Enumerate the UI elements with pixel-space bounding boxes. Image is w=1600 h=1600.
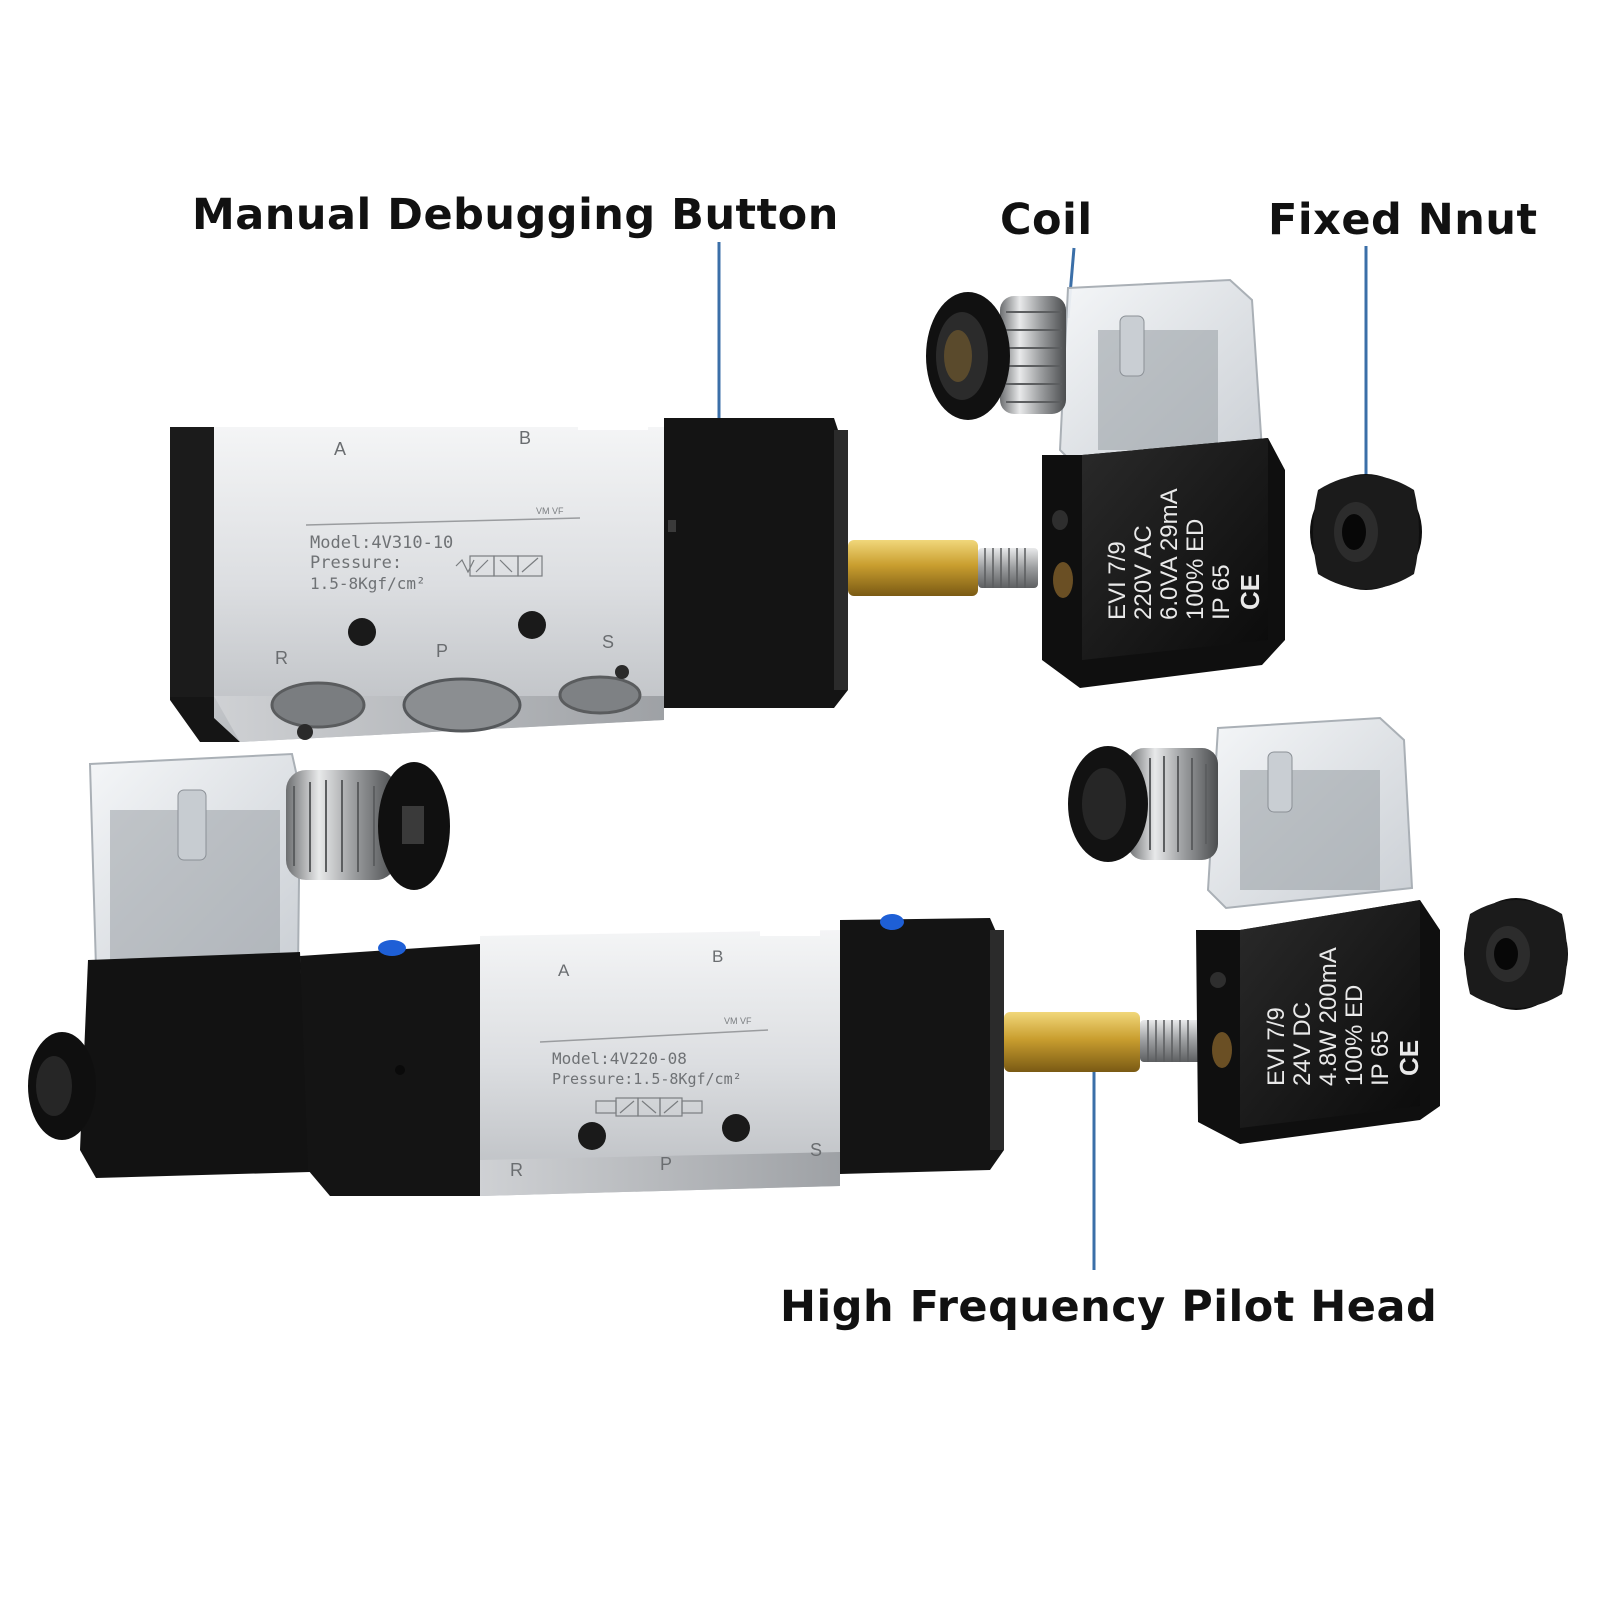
top-coil-line-2: 220V AC [1130, 525, 1157, 620]
top-coil: EVI 7/9 220V AC 6.0VA 29mA 100% ED IP 65… [926, 278, 1285, 688]
bottom-valve-port-s: S [810, 1140, 822, 1160]
top-coil-line-3: 6.0VA 29mA [1156, 488, 1183, 620]
coil-label: Coil [1000, 195, 1093, 245]
top-coil-line-5: IP 65 [1208, 564, 1235, 620]
bottom-pilot-tube [1004, 1012, 1140, 1072]
top-pilot-tube [848, 540, 978, 596]
bottom-coil-line-1: EVI 7/9 [1263, 1007, 1290, 1086]
manual-debugging-button-label: Manual Debugging Button [192, 190, 839, 240]
bottom-coil-ce: CE [1394, 1040, 1424, 1076]
manual-debug-button-right [880, 914, 904, 930]
bottom-fixed-nut [1464, 898, 1568, 1010]
top-valve-pressure-range: 1.5-8Kgf/cm² [310, 574, 426, 593]
top-valve-pressure: Pressure: [310, 553, 402, 573]
top-coil-ce: CE [1235, 574, 1265, 610]
bottom-coil-line-2: 24V DC [1289, 1002, 1316, 1086]
bottom-coil-line-5: IP 65 [1367, 1030, 1394, 1086]
bottom-valve-port-r: R [510, 1160, 523, 1180]
bottom-coil-line-4: 100% ED [1341, 985, 1368, 1086]
bottom-valve-brand: VM VF [724, 1016, 752, 1026]
top-coil-line-4: 100% ED [1182, 519, 1209, 620]
top-valve-model: Model:4V310-10 [310, 533, 453, 553]
fixed-nut-label: Fixed Nnut [1268, 195, 1538, 245]
bottom-valve-model: Model:4V220-08 [552, 1049, 687, 1068]
top-valve-port-a: A [334, 439, 346, 459]
top-valve-port-r: R [275, 648, 288, 668]
bottom-coil-line-3: 4.8W 200mA [1315, 947, 1342, 1086]
top-coil-line-1: EVI 7/9 [1104, 541, 1131, 620]
top-valve-port-s: S [602, 632, 614, 652]
bottom-coil: EVI 7/9 24V DC 4.8W 200mA 100% ED IP 65 … [1068, 716, 1440, 1144]
bottom-valve-port-p: P [660, 1154, 672, 1174]
manual-debug-button-left [378, 940, 406, 956]
top-fixed-nut [1310, 474, 1422, 590]
pilot-head-label: High Frequency Pilot Head [780, 1282, 1438, 1332]
bottom-valve-port-a: A [558, 961, 570, 980]
top-valve-port-p: P [436, 641, 448, 661]
valve-schematic-symbol [455, 555, 543, 577]
valve-schematic-symbol-bottom [595, 1097, 703, 1117]
bottom-valve-port-b: B [712, 947, 723, 966]
top-valve-port-b: B [519, 428, 531, 448]
bottom-valve-pressure: Pressure:1.5-8Kgf/cm² [552, 1070, 742, 1088]
top-valve-brand: VM VF [536, 506, 564, 516]
bottom-valve: A B VM VF Model:4V220-08 Pressure:1.5-8K… [28, 752, 1202, 1196]
top-valve: A B VM VF Model:4V310-10 Pressure: 1.5-8… [170, 418, 1038, 742]
